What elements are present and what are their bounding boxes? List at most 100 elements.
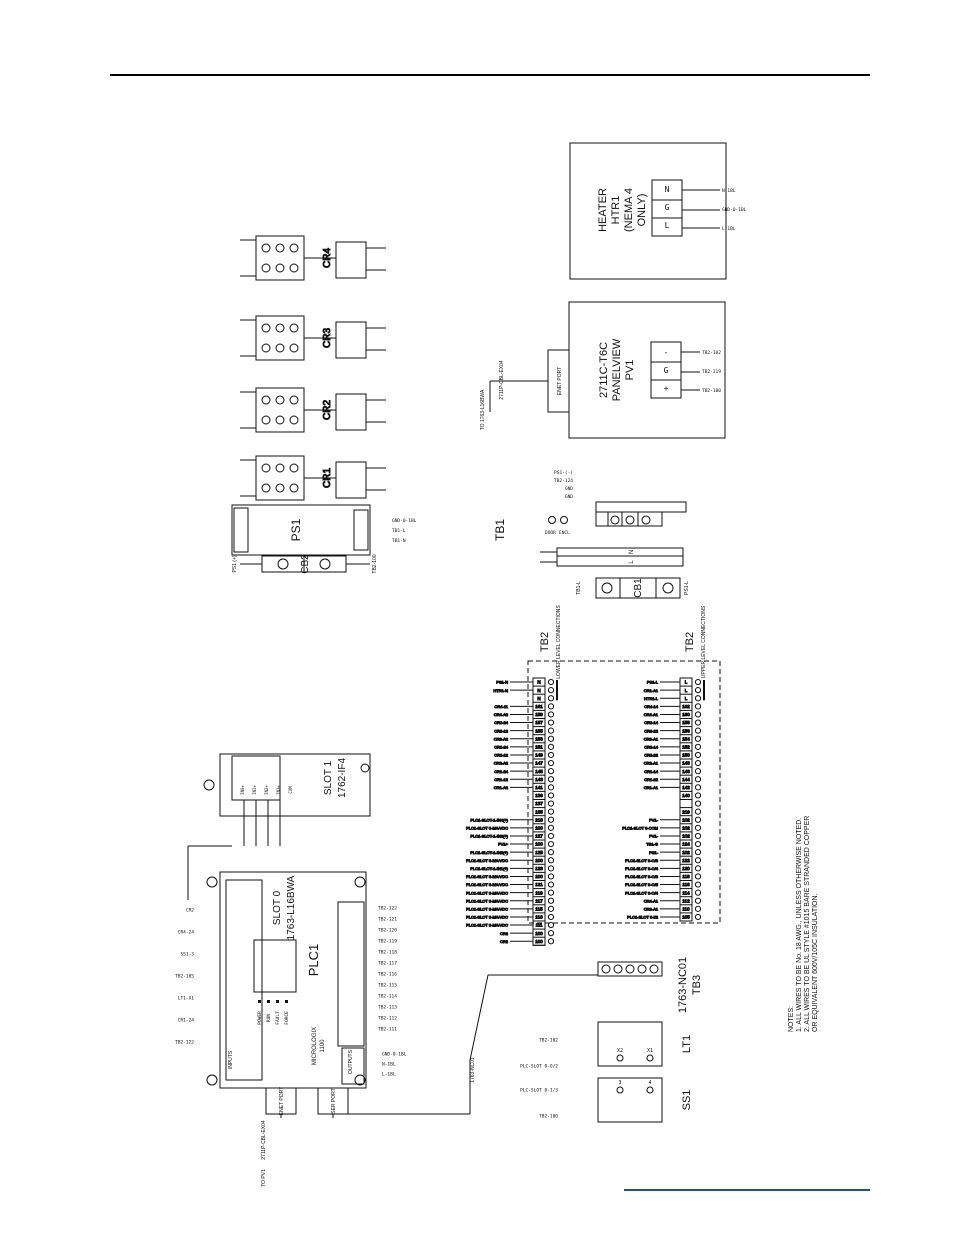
terminal-screw	[694, 873, 702, 880]
relay-cr2: CR2	[240, 387, 386, 433]
panelview-terminal: +	[664, 384, 669, 393]
wire-label: CR3-A1	[644, 736, 659, 741]
panelview-port-wire: 2711P-CBL-EX04	[499, 360, 505, 400]
terminal-screw	[547, 743, 555, 750]
heater-note2: ONLY)	[636, 194, 648, 227]
ss1-terminal: 3	[618, 1080, 621, 1086]
tb2-lower-title: TB2	[539, 632, 551, 652]
plc-output-wire: TB2-121	[378, 917, 397, 923]
terminal-screw	[547, 840, 555, 848]
wire-label: PLC1-SLOT 0-MA/VDC	[466, 874, 508, 879]
wire-label: PLC1-SLOT 0-O/4	[625, 890, 659, 895]
plc-input-wire: CR2	[186, 908, 194, 914]
terminal-number: 121	[535, 882, 543, 887]
heater-htr1	[569, 142, 727, 280]
tb1-note: DOOR	[545, 530, 556, 536]
pilot-light-lt1	[597, 1021, 663, 1067]
terminal-screw	[694, 816, 702, 823]
slot1-model: 1762-IF4	[337, 758, 348, 798]
terminal-number: 147	[535, 761, 543, 766]
terminal-screw	[547, 751, 555, 759]
tb2-lower-strip: NPS1-NNHTR1-NN161CR4-11159CR4-A2157CR3-2…	[466, 677, 558, 946]
terminal-number: 145	[535, 769, 543, 774]
power-supply-ps1	[231, 504, 371, 556]
wire-label: CR3-14	[644, 720, 659, 725]
plc-input-wire: CR4-24	[178, 930, 195, 936]
heater-terminal: L	[665, 221, 670, 230]
terminal-screw	[547, 873, 555, 880]
terminal-number: 153	[535, 736, 543, 741]
breaker-cb2	[240, 555, 370, 573]
ss1-terminal: 4	[648, 1080, 651, 1086]
terminal-screw	[694, 857, 702, 864]
wire-label: CR1-A1	[644, 688, 659, 693]
terminal-number: 137	[535, 801, 543, 806]
terminal-number: 114	[682, 890, 690, 895]
terminal-number: 120	[682, 866, 690, 871]
wire-label: PLC1-SLOT 0-COM	[622, 825, 658, 830]
wire-label: PLC1-SLOT 0-MA/VDC	[466, 825, 508, 830]
lt1-terminal: X2	[617, 1048, 623, 1054]
terminal-number: 102	[682, 834, 690, 839]
wire-label: PLC1-SLOT 0-MA/VDC	[466, 890, 508, 895]
slot1-terminal: IN1+	[252, 785, 257, 795]
wire-label: CR2-A2	[494, 761, 509, 766]
terminal-screw	[694, 800, 702, 807]
terminal-screw	[547, 921, 555, 929]
terminal-number: 219	[682, 809, 690, 814]
plc-inputs-label: INPUTS	[228, 1050, 234, 1069]
terminal-screw	[694, 792, 702, 799]
tb2-enclosure-outline	[527, 660, 721, 924]
header-rule	[110, 74, 870, 76]
cb2-left-wire: PS1 (+)	[232, 555, 238, 572]
wire-label: PS1-	[649, 850, 659, 855]
terminal-number: 142	[682, 785, 690, 790]
wire-label: CR4-14	[644, 704, 659, 709]
tb2-lower-subtitle: LOWER LEVEL CONNECTIONS	[556, 605, 562, 679]
terminal-screw	[694, 678, 702, 686]
terminal-number: 116	[682, 882, 690, 887]
terminal-screw	[694, 840, 702, 848]
ps1-wire: TB1-N	[392, 538, 406, 544]
plc-led	[267, 1000, 270, 1003]
terminal-number: L	[685, 696, 688, 701]
wire-label: CR3-A1	[644, 906, 659, 911]
wire-label: PLC1-SLOT 0-MA/VDC	[466, 906, 508, 911]
plc-led	[258, 1000, 261, 1003]
terminal-screw	[547, 849, 555, 856]
tb1-wire: TB2-124	[554, 478, 573, 484]
panelview-pv1	[489, 301, 726, 439]
wire-label: CR3-22	[644, 728, 659, 733]
terminal-number: 157	[535, 720, 543, 725]
plc-output-wire: TB2-111	[378, 1027, 397, 1033]
plc-output-wire: TB2-120	[378, 928, 397, 934]
terminal-number: 117	[535, 898, 543, 903]
terminal-screw	[694, 759, 702, 767]
lt1-terminal: X1	[647, 1048, 653, 1054]
terminal-number: 112	[682, 898, 690, 903]
terminal-number: 140	[682, 793, 690, 798]
terminal-screw	[547, 889, 555, 896]
relay-label: CR1	[322, 468, 333, 488]
ps1-wire: TB1-L	[392, 528, 406, 534]
terminal-number: L	[685, 688, 688, 693]
notes-title: NOTES:	[788, 1006, 795, 1032]
plc-input-wire: LT1-X1	[178, 996, 195, 1002]
panelview-wire: TB2-100	[702, 388, 721, 394]
plc-input-wire: TB2-122	[175, 1040, 194, 1046]
relay-label: CR4	[322, 248, 333, 268]
wire-label: PLC1-SLOT-1-IN3(+)	[470, 834, 508, 839]
terminal-screw	[547, 897, 555, 904]
panelview-port: ENET PORT	[557, 367, 563, 395]
footer-link-rule	[624, 1189, 870, 1191]
terminal-number: 100	[535, 931, 543, 936]
terminal-number: 105	[682, 915, 690, 920]
terminal-screw	[694, 865, 702, 872]
terminal-screw	[547, 735, 555, 742]
terminal-number: 102	[682, 817, 690, 822]
wire-label: PLC1-SLOT-1-IN1(+)	[470, 866, 508, 871]
tb1-label: TB1	[493, 519, 507, 541]
terminal-number: 156	[682, 728, 690, 733]
terminal-screw	[547, 816, 555, 823]
